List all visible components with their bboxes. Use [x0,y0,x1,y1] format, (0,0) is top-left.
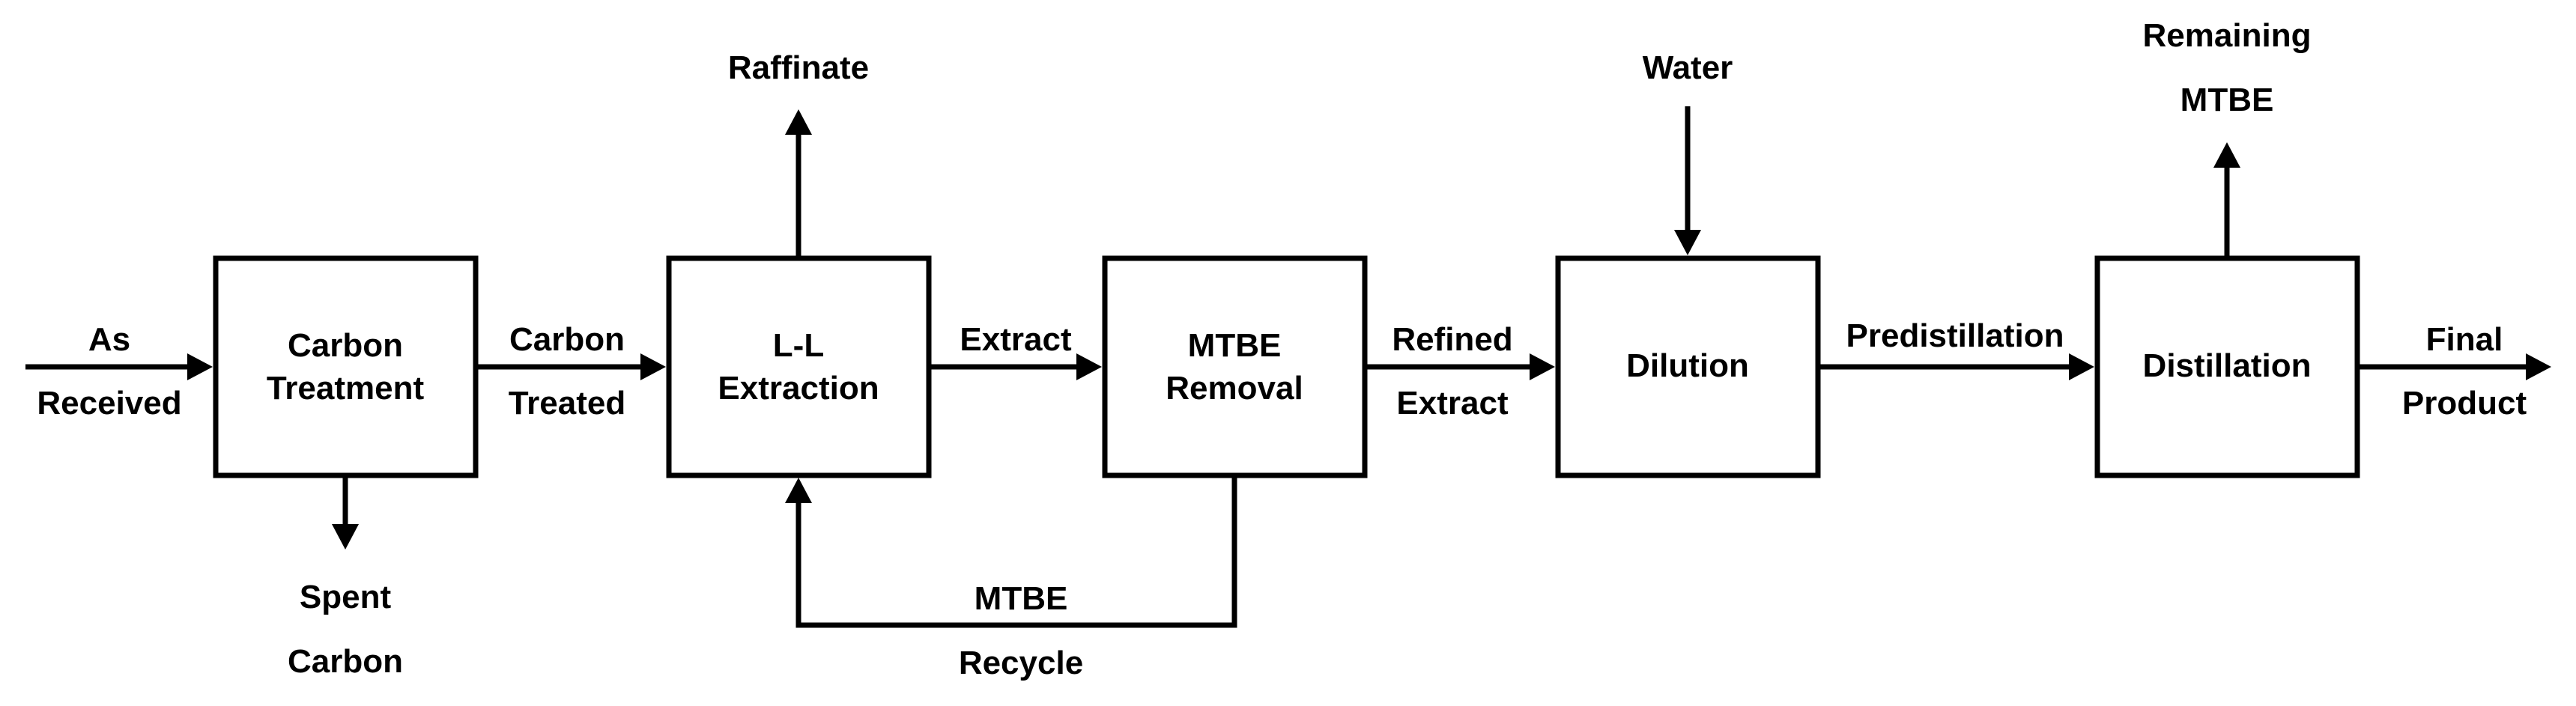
stream-predistillation: Predistillation [1818,317,2094,380]
as-received-label-line2: Received [37,385,181,422]
as-received-label-line1: As [88,321,130,358]
refined-extract-arrowhead [1530,353,1555,380]
stream-refined-extract: Refined Extract [1365,321,1555,422]
remaining-mtbe-label-line1: Remaining [2143,17,2312,54]
mtbe-recycle-arrow-line [795,475,1237,628]
stream-raffinate: Raffinate [728,49,869,258]
remaining-mtbe-arrowhead [2213,142,2240,168]
water-label: Water [1643,49,1733,86]
mtbe-recycle-label-line1: MTBE [975,580,1068,617]
predistillation-label: Predistillation [1846,317,2064,354]
carbon-treatment-label-line2: Treatment [267,370,425,407]
spent-carbon-label-line1: Spent [300,579,392,615]
unit-carbon-treatment: Carbon Treatment [213,255,479,478]
carbon-treatment-label-line1: Carbon [288,327,403,364]
stream-as-received: As Received [25,321,213,422]
distillation-box [2094,255,2360,478]
refined-extract-label-line2: Extract [1396,385,1509,422]
unit-dilution: Dilution [1555,255,1821,478]
raffinate-label: Raffinate [728,49,869,86]
predistillation-arrowhead [2069,353,2094,380]
water-arrowhead [1674,230,1701,255]
as-received-arrowhead [187,353,213,380]
unit-ll-extraction: L-L Extraction [666,255,932,478]
stream-carbon-treated: Carbon Treated [476,321,666,422]
mtbe-recycle-label-line2: Recycle [959,645,1083,681]
ll-extraction-label-line1: L-L [773,327,824,364]
carbon-treated-label-line2: Treated [509,385,626,422]
stream-water: Water [1643,49,1733,255]
final-product-label-line2: Product [2402,385,2527,422]
stream-final-product: Final Product [2357,321,2551,422]
unit-mtbe-removal: MTBE Removal [1102,255,1368,478]
ll-extraction-label-line2: Extraction [718,370,879,407]
stream-spent-carbon: Spent Carbon [288,475,403,680]
spent-carbon-arrowhead [332,524,359,550]
carbon-treatment-box [213,255,479,478]
raffinate-arrowhead [785,109,812,135]
extract-arrowhead [1076,353,1102,380]
final-product-arrowhead [2526,353,2551,380]
dilution-box [1555,255,1821,478]
final-product-label-line1: Final [2426,321,2503,358]
distillation-label: Distillation [2143,347,2312,384]
mtbe-removal-box [1102,255,1368,478]
dilution-label: Dilution [1626,347,1749,384]
remaining-mtbe-label-line2: MTBE [2180,82,2274,118]
stream-extract: Extract [929,321,1102,380]
carbon-treated-arrowhead [640,353,666,380]
ll-extraction-box [666,255,932,478]
mtbe-recycle-arrowhead [785,478,812,503]
mtbe-removal-label-line2: Removal [1166,370,1303,407]
unit-distillation: Distillation [2094,255,2360,478]
stream-remaining-mtbe: Remaining MTBE [2143,17,2312,258]
mtbe-removal-label-line1: MTBE [1188,327,1282,364]
spent-carbon-label-line2: Carbon [288,643,403,680]
carbon-treated-label-line1: Carbon [509,321,625,358]
stream-mtbe-recycle: MTBE Recycle [785,475,1237,681]
extract-label: Extract [960,321,1072,358]
refined-extract-label-line1: Refined [1392,321,1512,358]
